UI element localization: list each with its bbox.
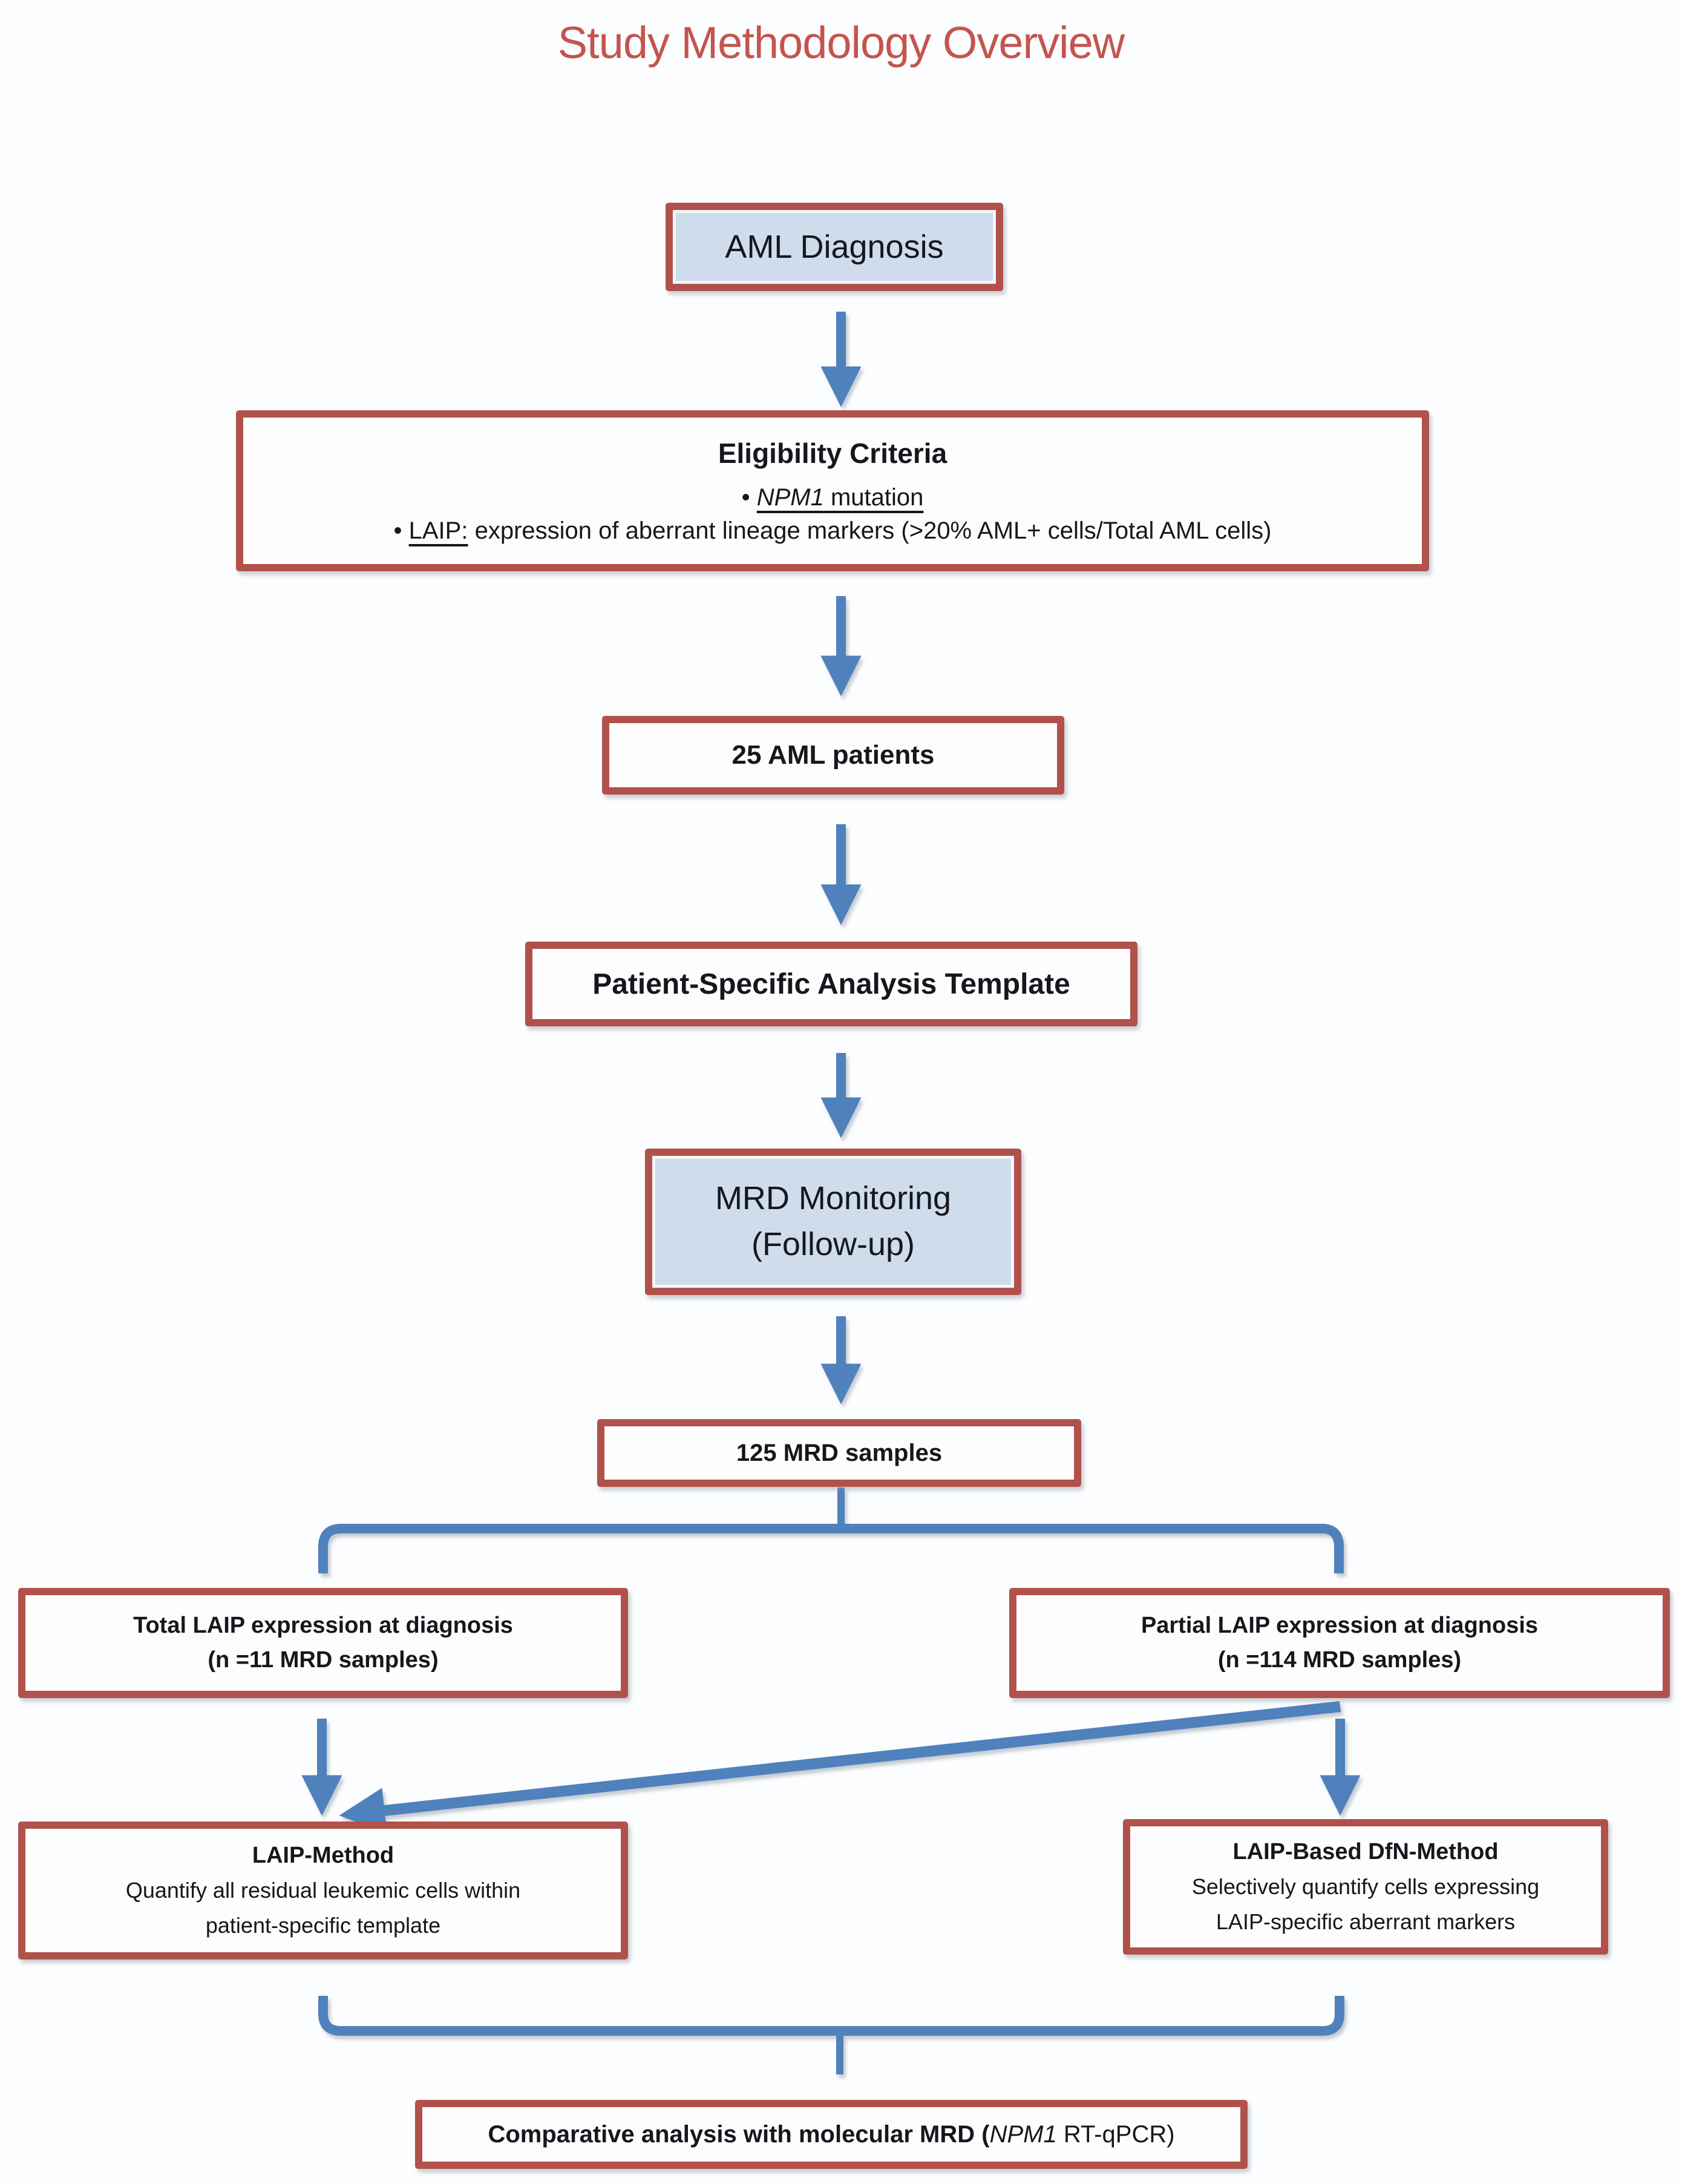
laip-method-line2: patient-specific template [205,1912,441,1938]
node-mrd-samples-label: 125 MRD samples [736,1439,943,1466]
laip-method-line1: Quantify all residual leukemic cells wit… [125,1877,521,1903]
dfn-method-line1: Selectively quantify cells expressing [1191,1874,1540,1899]
node-eligibility-criteria: Eligibility Criteria • NPM1 mutation • L… [236,410,1429,571]
node-analysis-template: Patient-Specific Analysis Template [525,942,1137,1026]
merge-bracket [318,1996,1344,2036]
node-total-laip: Total LAIP expression at diagnosis (n =1… [18,1588,628,1698]
mrd-monitoring-line1: MRD Monitoring [715,1180,952,1217]
page-title: Study Methodology Overview [557,18,1125,68]
mrd-monitoring-line2: (Follow-up) [751,1226,915,1262]
comparative-pre: Comparative analysis with molecular MRD … [488,2120,990,2148]
partial-laip-line1: Partial LAIP expression at diagnosis [1140,1613,1539,1638]
dfn-method-line2: LAIP-specific aberrant markers [1216,1909,1516,1934]
split-bracket [318,1524,1344,1573]
node-aml-diagnosis: AML Diagnosis [666,203,1003,291]
total-laip-line1: Total LAIP expression at diagnosis [133,1613,513,1638]
npm1-gene-label: NPM1 [756,484,824,511]
eligibility-bullet-npm1: • NPM1 mutation [741,484,924,511]
node-aml-patients: 25 AML patients [602,716,1064,795]
partial-laip-line2: (n =114 MRD samples) [1217,1647,1462,1673]
node-mrd-monitoring: MRD Monitoring (Follow-up) [645,1149,1021,1295]
laip-label: LAIP: [408,517,468,544]
node-laip-method: LAIP-Method Quantify all residual leukem… [18,1822,628,1959]
eligibility-heading: Eligibility Criteria [718,438,947,469]
node-aml-diagnosis-label: AML Diagnosis [725,229,944,265]
dfn-method-title: LAIP-Based DfN-Method [1232,1838,1499,1864]
node-analysis-template-label: Patient-Specific Analysis Template [592,968,1070,1000]
arrow-partial-to-laip-method-diagonal [339,1701,1341,1834]
node-partial-laip: Partial LAIP expression at diagnosis (n … [1009,1588,1670,1698]
node-mrd-samples: 125 MRD samples [597,1419,1081,1487]
node-comparative-analysis: Comparative analysis with molecular MRD … [415,2100,1248,2169]
eligibility-bullet-laip: • LAIP: expression of aberrant lineage m… [393,517,1272,544]
node-aml-patients-label: 25 AML patients [731,740,935,770]
comparative-post: RT-qPCR) [1056,2120,1175,2148]
node-dfn-method: LAIP-Based DfN-Method Selectively quanti… [1123,1819,1608,1955]
laip-method-title: LAIP-Method [252,1842,394,1868]
total-laip-line2: (n =11 MRD samples) [208,1647,439,1673]
comparative-npm1: NPM1 [989,2120,1057,2148]
